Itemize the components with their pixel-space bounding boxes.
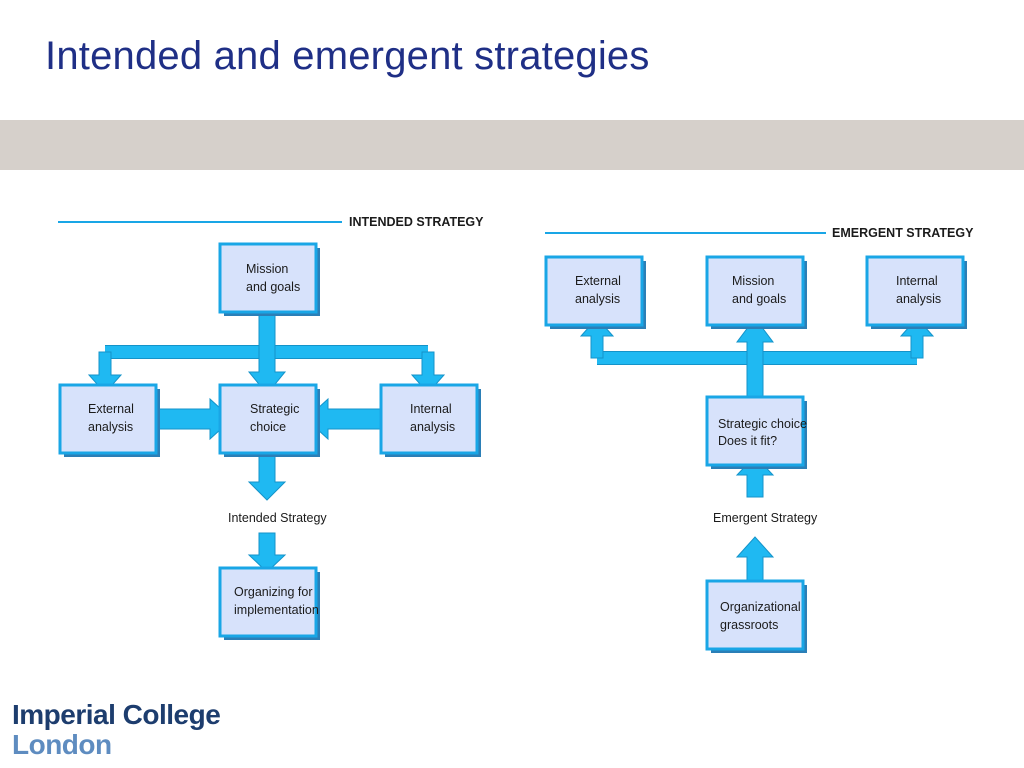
arrow-mission-to-choice — [247, 311, 287, 395]
intended-external-box: External analysis — [58, 383, 160, 457]
svg-text:Organizing for: Organizing for — [234, 585, 313, 599]
arrow-choice-to-result — [247, 452, 287, 501]
header-band — [0, 120, 1024, 170]
arrow-grassroots-to-result — [735, 536, 775, 581]
intended-internal-box: Internal analysis — [379, 383, 481, 457]
arrow-choice-to-mission — [736, 317, 774, 400]
svg-text:and goals: and goals — [732, 292, 786, 306]
intended-organizing-box: Organizing for implementation — [218, 566, 320, 640]
intended-choice-box: Strategic choice — [218, 383, 320, 457]
svg-text:and goals: and goals — [246, 280, 300, 294]
svg-text:Internal: Internal — [896, 274, 938, 288]
svg-text:Internal: Internal — [410, 402, 452, 416]
emergent-mission-box: Mission and goals — [705, 255, 807, 329]
svg-text:Strategic choice: Strategic choice — [718, 417, 807, 431]
svg-text:Strategic: Strategic — [250, 402, 299, 416]
emergent-internal-box: Internal analysis — [865, 255, 967, 329]
svg-text:analysis: analysis — [896, 292, 941, 306]
intended-strategy-panel: INTENDED STRATEGY Mission and goals Ex — [58, 215, 484, 640]
emergent-strategy-panel: EMERGENT STRATEGY External analysis Miss… — [544, 226, 974, 653]
svg-text:analysis: analysis — [410, 420, 455, 434]
svg-text:choice: choice — [250, 420, 286, 434]
svg-text:Mission: Mission — [732, 274, 774, 288]
emergent-external-box: External analysis — [544, 255, 646, 329]
svg-text:Organizational: Organizational — [720, 600, 801, 614]
svg-text:implementation: implementation — [234, 603, 319, 617]
logo-line-1: Imperial College — [12, 699, 221, 730]
intended-result-label: Intended Strategy — [228, 511, 327, 525]
intended-section-title: INTENDED STRATEGY — [349, 215, 484, 229]
svg-text:analysis: analysis — [88, 420, 133, 434]
logo-line-2: London — [12, 729, 112, 760]
svg-text:External: External — [575, 274, 621, 288]
emergent-choice-box: Strategic choice Does it fit? — [705, 395, 807, 469]
intended-mission-box: Mission and goals — [218, 242, 320, 316]
svg-text:Mission: Mission — [246, 262, 288, 276]
svg-text:External: External — [88, 402, 134, 416]
svg-text:analysis: analysis — [575, 292, 620, 306]
svg-text:Does it fit?: Does it fit? — [718, 434, 777, 448]
emergent-result-label: Emergent Strategy — [713, 511, 818, 525]
slide-title: Intended and emergent strategies — [45, 34, 650, 78]
svg-text:grassroots: grassroots — [720, 618, 778, 632]
emergent-grassroots-box: Organizational grassroots — [705, 579, 807, 653]
arrow-result-to-organizing — [247, 532, 287, 573]
emergent-section-title: EMERGENT STRATEGY — [832, 226, 974, 240]
imperial-college-logo: Imperial College London — [12, 699, 221, 760]
